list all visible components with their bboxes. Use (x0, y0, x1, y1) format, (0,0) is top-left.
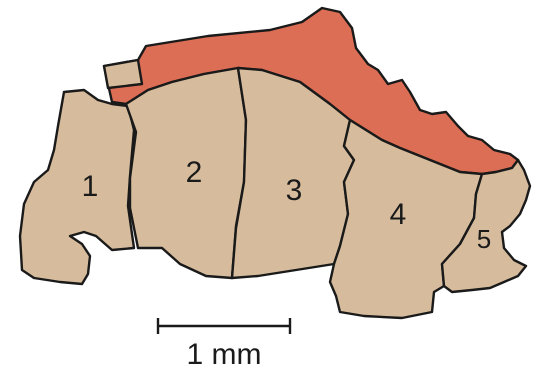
segment-1-shape (20, 90, 134, 284)
scale-bar: 1 mm (158, 318, 290, 371)
segment-2-label: 2 (186, 156, 203, 189)
segment-5-label: 5 (477, 224, 491, 254)
segment-3-label: 3 (286, 174, 303, 207)
segment-1-label: 1 (82, 170, 99, 203)
segment-4-label: 4 (390, 198, 407, 231)
scale-bar-label: 1 mm (187, 338, 262, 371)
highlighted-tab (104, 60, 142, 88)
